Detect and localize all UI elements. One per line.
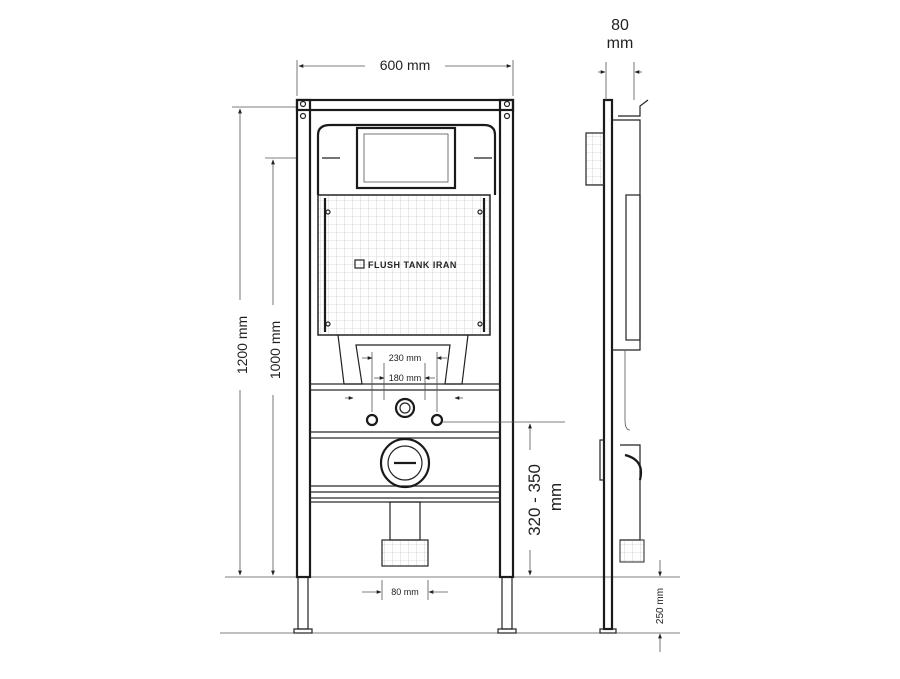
svg-text:mm: mm: [607, 35, 634, 52]
dimension-depth: 80 mm: [598, 17, 642, 100]
dimension-total-height: 1200 mm: [230, 106, 296, 576]
svg-text:mm: mm: [546, 483, 565, 511]
svg-text:600 mm: 600 mm: [380, 57, 431, 73]
svg-text:80: 80: [611, 17, 629, 34]
svg-text:1000 mm: 1000 mm: [267, 321, 283, 379]
flush-plate-opening: [355, 126, 457, 190]
dimension-drain: 80 mm: [362, 580, 448, 600]
cistern: FLUSH TANK IRAN: [316, 123, 497, 385]
dimension-tank-height: 1000 mm: [263, 157, 296, 576]
svg-text:80 mm: 80 mm: [391, 587, 419, 597]
svg-text:180 mm: 180 mm: [389, 373, 422, 383]
dimension-bolt-spacing: 230 mm 180 mm: [345, 352, 463, 412]
dimension-outlet-height: 320 - 350 mm: [522, 423, 566, 576]
svg-text:320 - 350: 320 - 350: [525, 464, 544, 536]
dimension-leg-height: 250 mm: [655, 560, 666, 652]
dimension-frame-width: 600 mm: [296, 57, 514, 96]
logo: FLUSH TANK IRAN: [354, 259, 457, 270]
svg-text:230 mm: 230 mm: [389, 353, 422, 363]
svg-text:FLUSH TANK IRAN: FLUSH TANK IRAN: [368, 260, 457, 270]
side-view: [585, 98, 649, 634]
connections: [365, 397, 565, 567]
svg-text:250 mm: 250 mm: [655, 588, 666, 624]
svg-text:1200 mm: 1200 mm: [234, 316, 250, 374]
